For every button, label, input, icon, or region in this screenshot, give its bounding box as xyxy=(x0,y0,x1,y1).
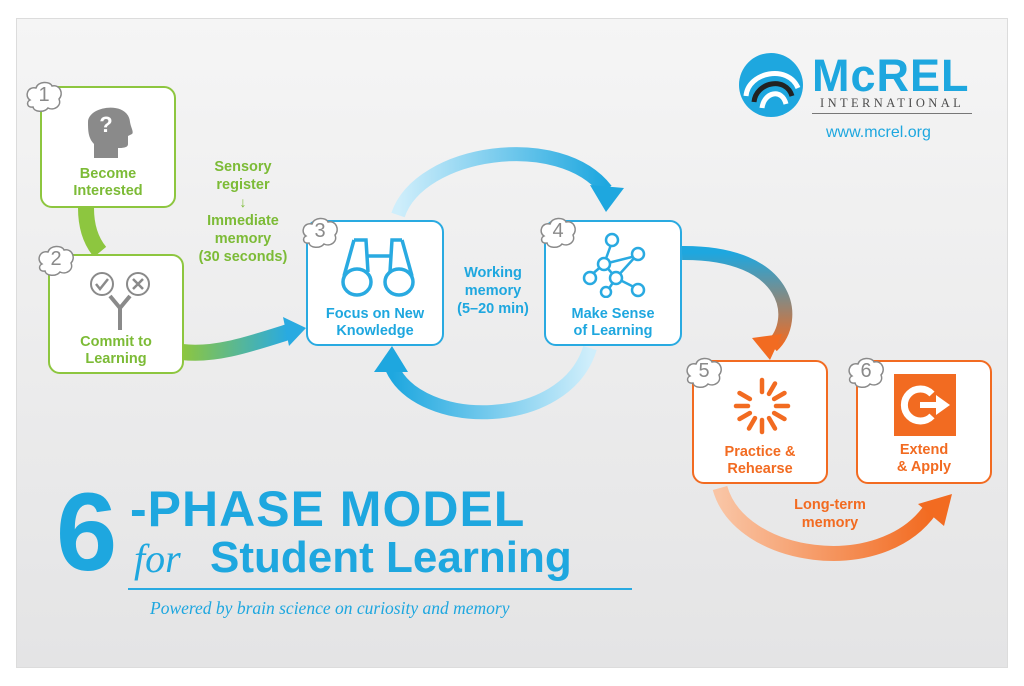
title-line-2: Student Learning xyxy=(210,533,572,582)
phase-5-brain-icon: 5 xyxy=(684,356,724,390)
long-term-memory-label: Long-term memory xyxy=(794,497,866,531)
phase-6-brain-icon: 6 xyxy=(846,356,886,390)
brand-subtitle: INTERNATIONAL xyxy=(820,96,965,110)
title-line-1: -PHASE MODEL xyxy=(130,481,526,537)
arrow-5-to-6 xyxy=(712,485,937,561)
phase-1-brain-icon: 1 xyxy=(24,80,64,114)
phase-1-box: ? Become Interested xyxy=(40,86,176,208)
arrow-3-to-4-head xyxy=(590,185,624,212)
check-or-x-choice-icon xyxy=(90,272,150,330)
arrow-4-to-3 xyxy=(385,345,597,420)
phase-2-brain-icon: 2 xyxy=(36,244,76,278)
immediate-memory-label: Immediate memory (30 seconds) xyxy=(198,213,288,265)
connector-1-2 xyxy=(78,207,107,258)
phase-2-box: Commit to Learning xyxy=(48,254,184,374)
brand-url-link[interactable]: www.mcrel.org xyxy=(826,124,931,141)
phase-3-number: 3 xyxy=(314,220,326,242)
arrow-2-to-3 xyxy=(181,324,291,361)
mcrel-logo-icon xyxy=(739,53,803,117)
spinner-icon xyxy=(733,377,791,435)
sensory-register-label: Sensory register xyxy=(214,159,272,193)
network-icon xyxy=(582,232,646,298)
brand-divider xyxy=(812,113,972,114)
phase-4-label: Make Sense of Learning xyxy=(571,306,655,339)
brand-name: McREL xyxy=(812,50,970,101)
title-numeral: 6 xyxy=(56,471,117,594)
phase-4-number: 4 xyxy=(552,220,564,242)
phase-6-label: Extend & Apply xyxy=(896,442,952,475)
phase-2-label: Commit to Learning xyxy=(80,334,152,367)
phase-5-number: 5 xyxy=(698,360,710,382)
arrow-3-to-4 xyxy=(391,147,612,218)
phase-5-label: Practice & Rehearse xyxy=(724,444,796,477)
arrow-4-to-5 xyxy=(681,245,793,352)
extend-arrow-icon xyxy=(894,374,956,436)
phase-3-label: Focus on New Knowledge xyxy=(325,306,425,339)
arrow-5-to-6-head xyxy=(918,494,952,526)
arrow-2-to-3-head xyxy=(283,317,306,346)
sensory-down-arrow-icon: ↓ xyxy=(239,194,247,210)
phase-1-label: Become Interested xyxy=(73,166,143,199)
tagline: Powered by brain science on curiosity an… xyxy=(150,598,510,618)
phase-2-number: 2 xyxy=(50,248,62,270)
phase-4-brain-icon: 4 xyxy=(538,216,578,250)
question-head-icon: ? xyxy=(88,107,133,158)
working-memory-label: Working memory (5–20 min) xyxy=(457,265,529,317)
arrow-4-to-3-head xyxy=(374,346,408,372)
svg-text:?: ? xyxy=(99,112,112,137)
phase-1-number: 1 xyxy=(38,84,50,106)
binoculars-icon xyxy=(341,238,415,297)
phase-6-number: 6 xyxy=(860,360,872,382)
title-rule xyxy=(128,588,632,590)
phase-3-brain-icon: 3 xyxy=(300,216,340,250)
title-for-word: for xyxy=(134,536,181,581)
arrow-4-to-5-head xyxy=(752,334,782,360)
